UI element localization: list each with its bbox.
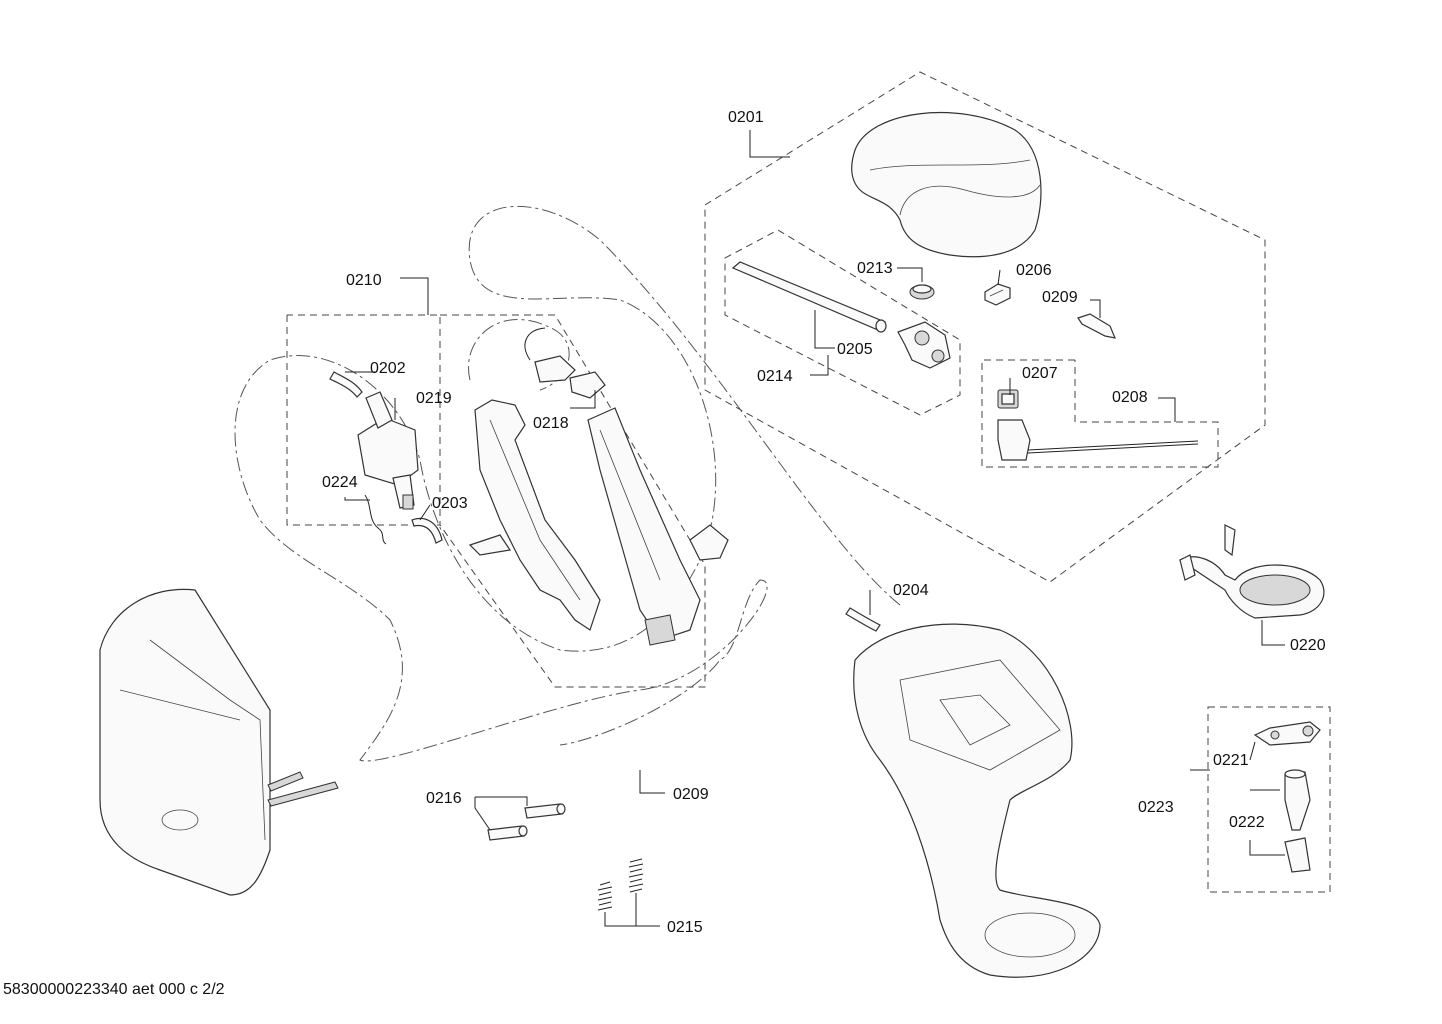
part-small-valve (689, 524, 729, 561)
part-heater (569, 371, 701, 646)
outline-top-assembly (704, 71, 1266, 583)
label-0213: 0213 (857, 260, 893, 277)
group-outlines (234, 71, 1331, 893)
part-0201-cover (851, 112, 1042, 258)
label-0219: 0219 (416, 390, 452, 407)
label-0223: 0223 (1138, 799, 1174, 816)
outline-0208-box (981, 359, 1219, 468)
label-0216: 0216 (426, 790, 462, 807)
outline-0223-box (1207, 706, 1331, 893)
part-0219-pump (357, 391, 419, 510)
part-0204-hose (845, 607, 881, 632)
part-frame (468, 399, 601, 631)
label-0209-top: 0209 (1042, 289, 1078, 306)
part-0218-connector (524, 327, 576, 383)
label-0220: 0220 (1290, 637, 1326, 654)
label-0210: 0210 (346, 272, 382, 289)
part-0205-valve (897, 321, 951, 369)
outline-0210-box (286, 314, 441, 526)
part-side-housing (99, 588, 339, 896)
document-id: 58300000223340 aet 000 c 2/2 (3, 981, 225, 998)
part-0221-plate (1253, 721, 1321, 746)
parts (99, 112, 1325, 978)
label-0224: 0224 (322, 474, 358, 491)
label-0209-bottom: 0209 (673, 786, 709, 803)
label-0202: 0202 (370, 360, 406, 377)
part-0222-nozzle (1284, 769, 1311, 873)
label-0206: 0206 (1016, 262, 1052, 279)
part-base-housing (853, 623, 1101, 978)
part-0209-connector (1077, 313, 1116, 339)
label-0214: 0214 (757, 368, 793, 385)
label-0221: 0221 (1213, 752, 1249, 769)
part-0224-wire (364, 494, 387, 545)
part-0207 (997, 389, 1019, 409)
part-0215-springs (597, 858, 644, 911)
part-0213-seal (909, 284, 935, 300)
label-0215: 0215 (667, 919, 703, 936)
label-0207: 0207 (1022, 365, 1058, 382)
part-0216-pins (487, 803, 566, 841)
label-0204: 0204 (893, 582, 929, 599)
label-0208: 0208 (1112, 389, 1148, 406)
label-0222: 0222 (1229, 814, 1265, 831)
leader-lines (344, 130, 1285, 927)
label-0203: 0203 (432, 495, 468, 512)
label-0201: 0201 (728, 109, 764, 126)
part-0206-clip (984, 283, 1011, 306)
outline-0210-box-lower (439, 314, 706, 688)
hose-outline-0209 (234, 205, 901, 762)
label-0205: 0205 (837, 341, 873, 358)
outline-tray-assembly (724, 229, 961, 416)
part-0214-rod (731, 261, 887, 333)
part-0202-hose (329, 371, 363, 398)
label-0218: 0218 (533, 415, 569, 432)
part-0208-sensor (997, 419, 1199, 461)
part-0220-holder (1178, 524, 1325, 619)
part-labels: 0201 0210 0202 0219 0224 0203 0218 0213 … (322, 109, 1326, 936)
part-0203-hose (411, 517, 443, 544)
